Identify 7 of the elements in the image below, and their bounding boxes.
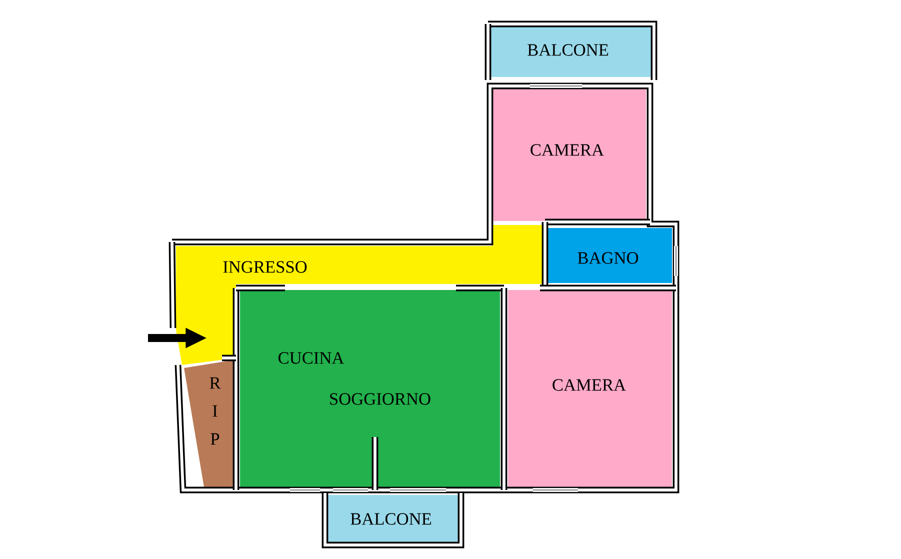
room: R I P bbox=[184, 360, 234, 487]
room: BALCONE bbox=[490, 27, 652, 77]
room: CAMERA bbox=[491, 89, 646, 221]
room: CUCINA SOGGIORNO bbox=[240, 290, 500, 487]
room: BALCONE bbox=[327, 495, 459, 543]
room: BAGNO bbox=[547, 228, 672, 283]
room: CAMERA bbox=[508, 290, 672, 487]
